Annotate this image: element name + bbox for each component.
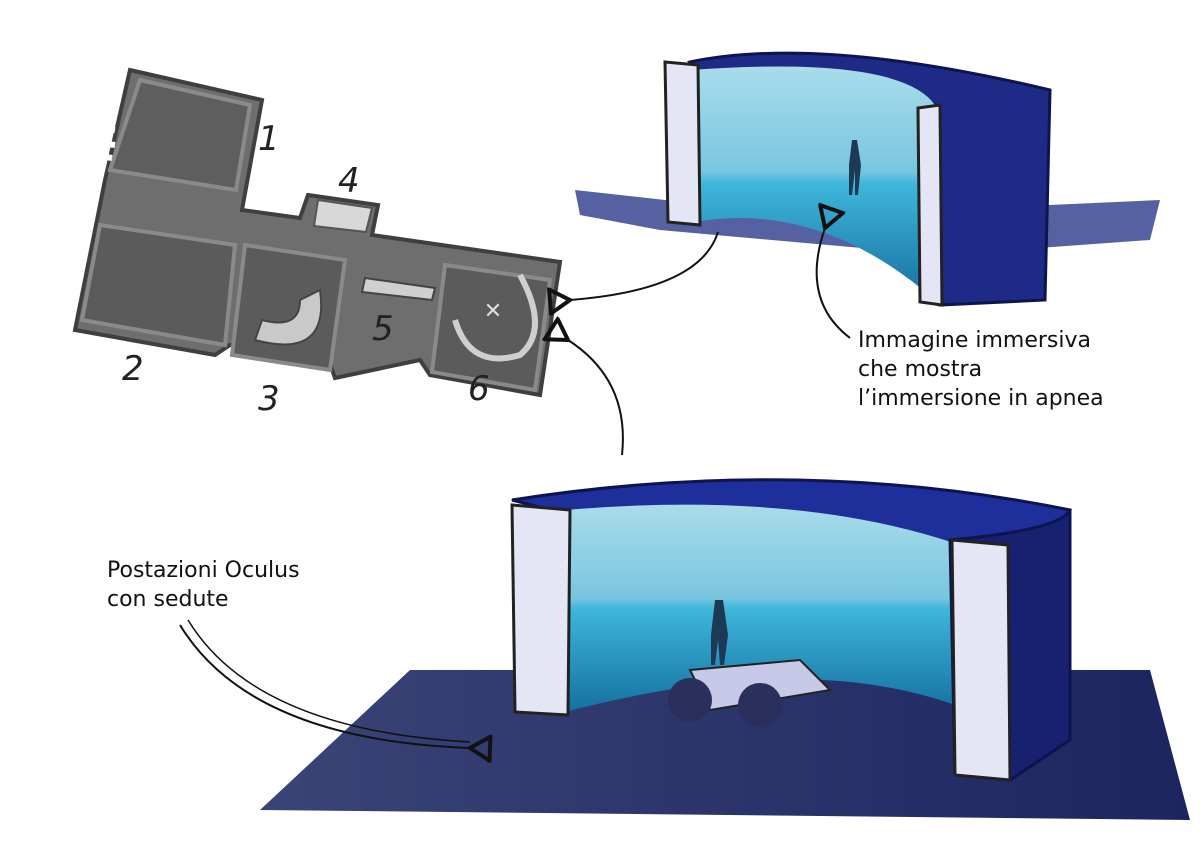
arrow-top-to-plan bbox=[570, 231, 719, 300]
room-number-6: 6 bbox=[468, 369, 490, 409]
room-number-3: 3 bbox=[258, 379, 280, 419]
floor-plan: ✕ 1 2 3 4 5 6 bbox=[72, 67, 563, 419]
arrow-oculus-stations bbox=[179, 624, 470, 748]
room-number-1: 1 bbox=[258, 119, 280, 159]
label-line: Immagine immersiva bbox=[858, 328, 1092, 353]
label-line: l’immersione in apnea bbox=[858, 386, 1104, 411]
immersive-cylinder-bottom bbox=[260, 478, 1190, 820]
room-number-2: 2 bbox=[122, 349, 144, 389]
room-number-5: 5 bbox=[372, 309, 394, 349]
label-line: con sedute bbox=[107, 587, 229, 612]
oculus-stations-label: Postazioni Oculus con sedute bbox=[107, 556, 300, 614]
immersive-image-label: Immagine immersiva che mostra l’immersio… bbox=[858, 326, 1104, 413]
room-number-4: 4 bbox=[338, 161, 360, 201]
immersive-cylinder-top bbox=[575, 51, 1160, 307]
label-line: che mostra bbox=[858, 357, 983, 382]
label-line: Postazioni Oculus bbox=[107, 558, 300, 583]
arrow-label-to-screen bbox=[815, 228, 851, 339]
arrow-bottom-to-plan bbox=[568, 340, 624, 456]
svg-text:✕: ✕ bbox=[484, 299, 502, 324]
